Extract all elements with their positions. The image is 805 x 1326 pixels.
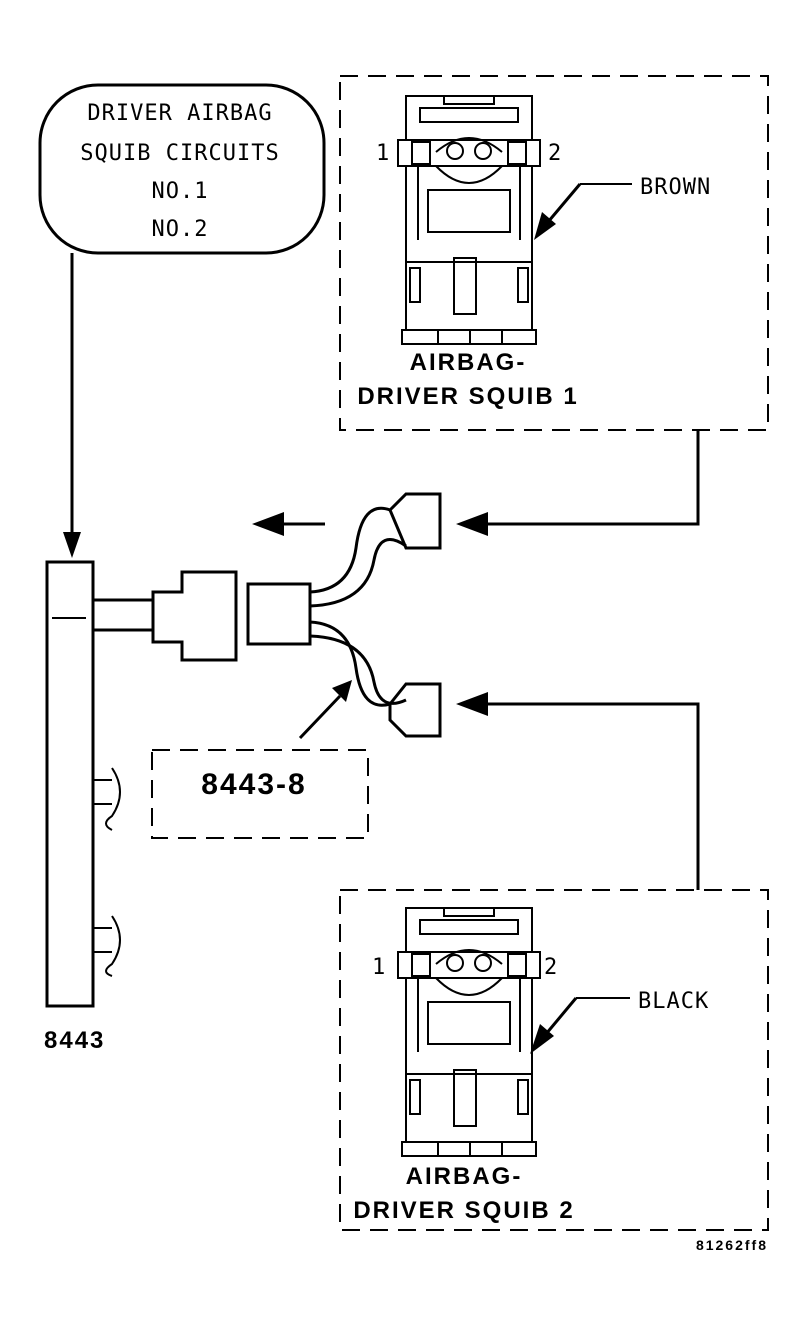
- callout-box: [38, 83, 326, 255]
- squib1-connection-line: [486, 430, 700, 526]
- adapter-wire-upper-a: [309, 506, 391, 594]
- adapter-plug-upper: [388, 492, 442, 550]
- tool-connector-plug: [151, 570, 238, 662]
- squib1-wire-leader-d: [546, 183, 582, 223]
- squib2-connector: [397, 907, 541, 1157]
- squib1-panel: [339, 75, 769, 431]
- callout-arrow-head: [63, 532, 81, 558]
- squib1-pin1-label: 1: [376, 141, 390, 166]
- squib2-title-line2: DRIVER SQUIB 2: [353, 1197, 574, 1224]
- squib2-wire-color: BLACK: [638, 989, 709, 1014]
- callout-line-3: NO.1: [152, 179, 209, 204]
- callout-line-1: DRIVER AIRBAG: [87, 101, 272, 126]
- squib2-wire-leader-d: [544, 997, 578, 1035]
- squib1-wire-color: BROWN: [640, 175, 711, 200]
- adapter-body: [246, 582, 312, 646]
- tool-stub-lower: [93, 915, 121, 977]
- squib1-pin2-label: 2: [548, 141, 562, 166]
- squib1-title-line2: DRIVER SQUIB 1: [357, 383, 578, 410]
- callout-line-2: SQUIB CIRCUITS: [80, 141, 279, 166]
- squib1-connector: [397, 95, 541, 345]
- squib2-wire-arrow-head: [530, 1024, 554, 1054]
- squib2-panel: [339, 889, 769, 1231]
- squib2-title-line1: AIRBAG-: [406, 1163, 523, 1190]
- squib2-pin2-label: 2: [544, 955, 558, 980]
- adapter-label-leader: [298, 694, 342, 740]
- squib1-wire-arrow-head: [534, 212, 556, 240]
- tool-connector-shaft: [91, 598, 155, 632]
- figure-id: 81262ff8: [696, 1237, 768, 1253]
- squib2-connection-line: [486, 702, 700, 890]
- adapter-plug-lower: [388, 682, 442, 738]
- squib1-title-line1: AIRBAG-: [410, 349, 527, 376]
- adapter-wire-upper-b: [309, 538, 407, 608]
- tool-8443-body: [45, 560, 95, 1008]
- direction-arrow-head: [252, 512, 284, 536]
- squib2-pin1-label: 1: [372, 955, 386, 980]
- tool-label: 8443: [44, 1027, 105, 1054]
- tool-stub-upper: [93, 767, 121, 831]
- adapter-label-arrow-head: [332, 680, 352, 702]
- adapter-wire-lower-a: [309, 620, 391, 707]
- squib2-connection-arrow-head: [456, 692, 488, 716]
- adapter-wire-lower-b: [309, 634, 407, 705]
- callout-line-4: NO.2: [152, 217, 209, 242]
- adapter-label-box: [151, 749, 369, 839]
- adapter-label: 8443-8: [201, 768, 306, 801]
- squib1-connection-arrow-head: [456, 512, 488, 536]
